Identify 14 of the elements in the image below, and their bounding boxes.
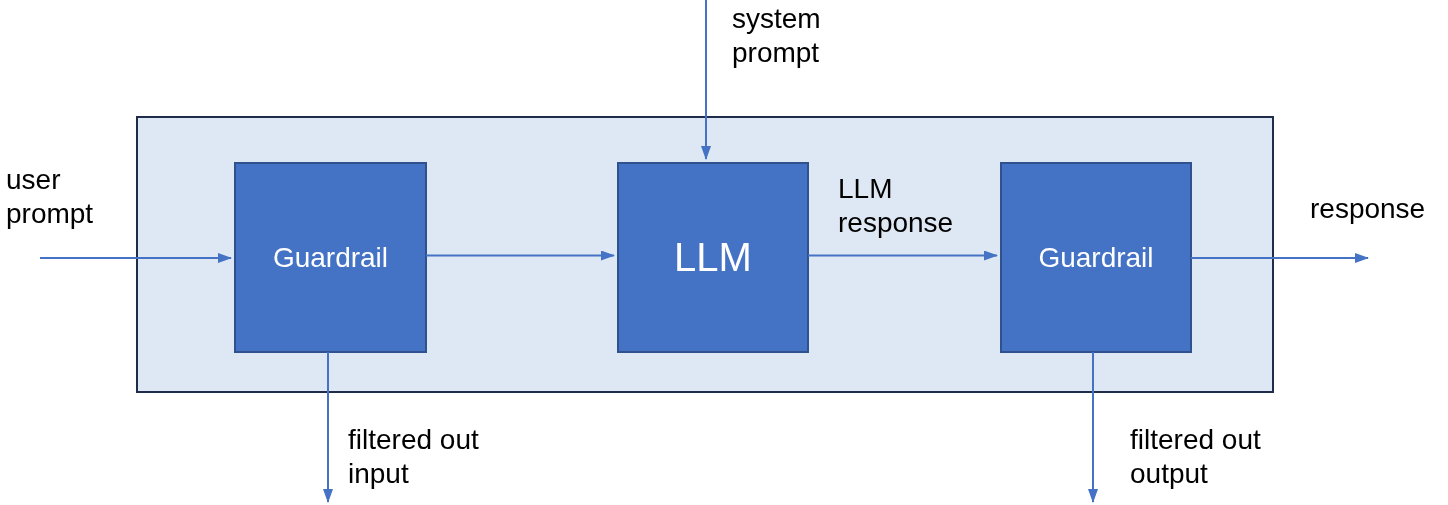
process-box: Guardrail bbox=[1000, 162, 1192, 353]
arrow bbox=[323, 351, 333, 503]
arrow bbox=[1088, 351, 1098, 503]
arrow bbox=[701, 0, 711, 160]
container-box bbox=[136, 116, 1274, 393]
process-box: LLM bbox=[617, 162, 809, 353]
edge-label: LLM response bbox=[838, 172, 955, 240]
arrow bbox=[39, 253, 232, 263]
edge-label: filtered out output bbox=[1130, 423, 1262, 491]
edge-label: response bbox=[1310, 192, 1427, 226]
edge-label: system prompt bbox=[732, 2, 822, 70]
edge-label: filtered out input bbox=[348, 423, 480, 491]
edge-label: user prompt bbox=[6, 163, 95, 231]
process-box: Guardrail bbox=[234, 162, 427, 353]
